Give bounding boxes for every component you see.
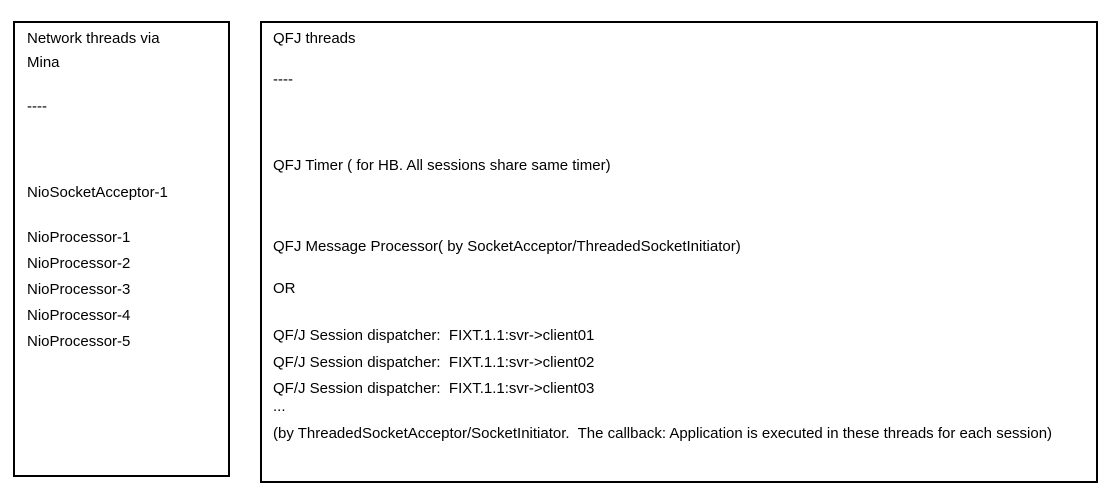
session-dispatcher-thread-2: QF/J Session dispatcher: FIXT.1.1:svr->c…	[273, 354, 595, 371]
qfj-threads-box: QFJ threads ---- QFJ Timer ( for HB. All…	[260, 21, 1098, 483]
qfj-timer-thread: QFJ Timer ( for HB. All sessions share s…	[273, 157, 611, 174]
session-dispatcher-thread-1: QF/J Session dispatcher: FIXT.1.1:svr->c…	[273, 327, 595, 344]
nio-socket-acceptor-thread: NioSocketAcceptor-1	[27, 184, 168, 201]
or-label: OR	[273, 280, 296, 297]
nio-processor-thread-1: NioProcessor-1	[27, 229, 131, 246]
mina-box-divider: ----	[27, 98, 47, 115]
qfj-message-processor-thread: QFJ Message Processor( by SocketAcceptor…	[273, 238, 741, 255]
session-dispatcher-thread-3: QF/J Session dispatcher: FIXT.1.1:svr->c…	[273, 380, 595, 397]
qfj-box-divider: ----	[273, 71, 293, 88]
qfj-box-title: QFJ threads	[273, 30, 356, 47]
nio-processor-thread-3: NioProcessor-3	[27, 281, 131, 298]
mina-threads-box: Network threads via Mina ---- NioSocketA…	[13, 21, 230, 477]
mina-box-title-line1: Network threads via	[27, 30, 160, 47]
nio-processor-thread-5: NioProcessor-5	[27, 333, 131, 350]
nio-processor-thread-2: NioProcessor-2	[27, 255, 131, 272]
mina-box-title-line2: Mina	[27, 54, 60, 71]
dispatcher-note: (by ThreadedSocketAcceptor/SocketInitiat…	[273, 425, 1053, 442]
nio-processor-thread-4: NioProcessor-4	[27, 307, 131, 324]
dispatcher-ellipsis: ...	[273, 398, 286, 415]
